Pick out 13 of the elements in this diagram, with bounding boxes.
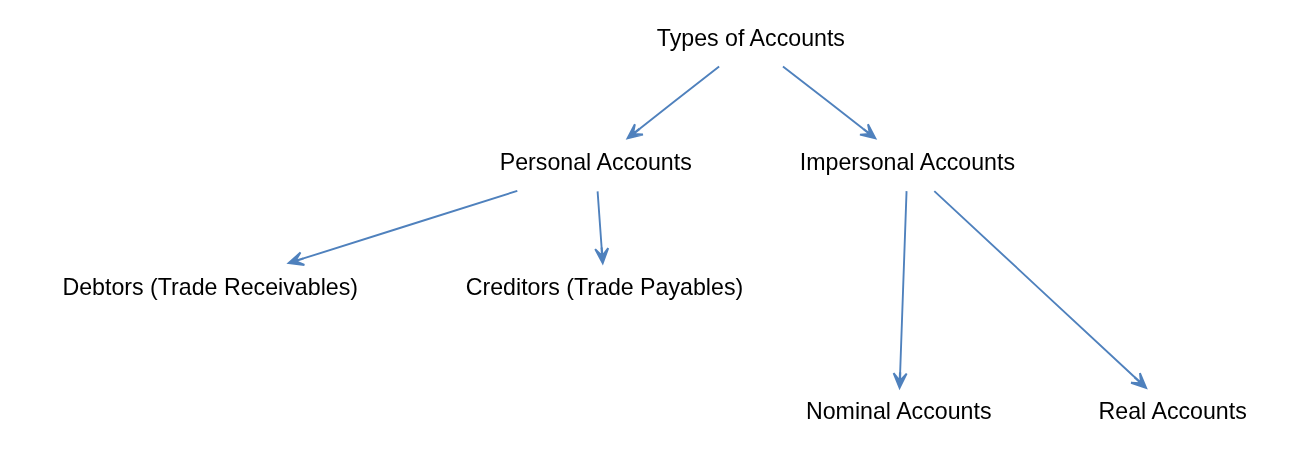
arrow (626, 65, 720, 140)
arrow (892, 190, 908, 389)
arrow (287, 189, 518, 266)
node-text: Nominal Accounts (805, 398, 992, 425)
node-text: Types of Accounts (656, 24, 845, 51)
node-text: Personal Accounts (499, 149, 692, 176)
node-text: Real Accounts (1098, 398, 1247, 425)
arrow (932, 190, 1147, 389)
node-text: Impersonal Accounts (799, 149, 1015, 176)
arrow (593, 190, 609, 265)
node-text: Debtors (Trade Receivables) (61, 273, 358, 300)
node-text: Creditors (Trade Payables) (465, 273, 743, 300)
arrow (781, 65, 876, 140)
